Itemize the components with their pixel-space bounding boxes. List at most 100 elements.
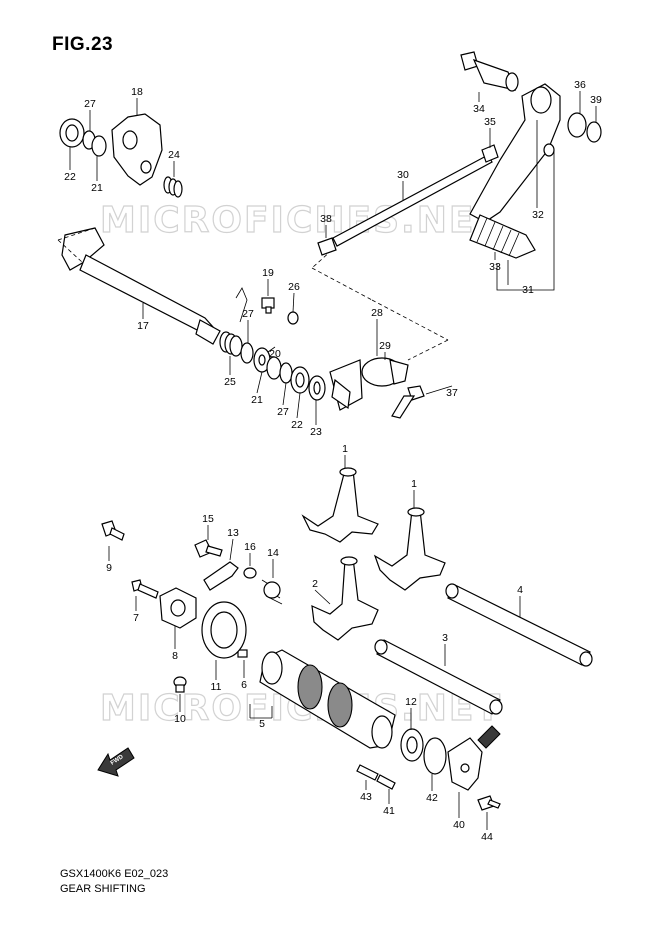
callout-30: 30 xyxy=(397,169,409,181)
callout-29: 29 xyxy=(379,340,391,352)
part-42-circlip xyxy=(423,737,447,775)
part-40-gear-position-sensor xyxy=(447,725,501,791)
leader-line-21 xyxy=(256,371,263,394)
figure-title: FIG.23 xyxy=(52,34,114,55)
part-14-spring xyxy=(261,579,283,605)
part-8-cam-stopper-plate xyxy=(159,587,197,629)
figure-caption: GEAR SHIFTING xyxy=(60,883,146,895)
callout-38: 38 xyxy=(320,213,332,225)
group-bracket-0 xyxy=(249,704,273,719)
callout-1: 1 xyxy=(411,478,417,490)
part-30-tie-rod xyxy=(332,154,493,247)
part-15-bolt xyxy=(194,539,223,558)
part-22-bearing-top xyxy=(59,118,85,148)
callout-34: 34 xyxy=(473,103,485,115)
leader-line-2 xyxy=(314,589,331,605)
part-38-nut xyxy=(317,237,337,256)
callout-18: 18 xyxy=(131,86,143,98)
callout-15: 15 xyxy=(202,513,214,525)
part-11-bearing xyxy=(201,601,247,659)
part-2-shift-fork xyxy=(311,556,379,641)
callout-21: 21 xyxy=(251,394,263,406)
part-17-shift-shaft xyxy=(61,227,221,345)
part-10-screw xyxy=(173,676,187,693)
callout-32: 32 xyxy=(532,209,544,221)
part-43-spring xyxy=(356,764,379,781)
callout-1: 1 xyxy=(342,443,348,455)
callout-27: 27 xyxy=(277,406,289,418)
part-4-fork-shaft xyxy=(445,583,593,667)
callout-37: 37 xyxy=(446,387,458,399)
callout-36: 36 xyxy=(574,79,586,91)
callout-27: 27 xyxy=(84,98,96,110)
part-1-shift-fork-b xyxy=(373,507,446,591)
part-9-bolt xyxy=(101,520,125,541)
callout-43: 43 xyxy=(360,791,372,803)
part-6-pin xyxy=(237,649,248,658)
callout-12: 12 xyxy=(405,696,417,708)
leader-line-13 xyxy=(229,538,234,561)
callout-20: 20 xyxy=(269,348,281,360)
callout-40: 40 xyxy=(453,819,465,831)
part-25-return-spring xyxy=(219,287,248,357)
callout-25: 25 xyxy=(224,376,236,388)
callout-26: 26 xyxy=(288,281,300,293)
part-44-screw xyxy=(477,795,501,811)
part-36-washer xyxy=(567,112,587,138)
part-27-washer-mid xyxy=(240,342,254,364)
part-1-shift-fork-a xyxy=(301,467,379,543)
part-7-bolt xyxy=(131,579,159,599)
part-39-circlip xyxy=(586,121,602,143)
callout-6: 6 xyxy=(241,679,247,691)
part-16-washer xyxy=(243,567,257,579)
leader-line-27 xyxy=(282,382,287,406)
group-bracket-1 xyxy=(496,150,555,291)
part-12-bearing xyxy=(400,728,424,762)
watermark-top: MICROFICHES.NET xyxy=(100,200,502,241)
callout-10: 10 xyxy=(174,713,186,725)
callout-27: 27 xyxy=(242,308,254,320)
callout-39: 39 xyxy=(590,94,602,106)
callout-44: 44 xyxy=(481,831,493,843)
callout-35: 35 xyxy=(484,116,496,128)
callout-42: 42 xyxy=(426,792,438,804)
callout-5: 5 xyxy=(259,718,265,730)
part-13-cam-stopper xyxy=(203,561,239,591)
callout-14: 14 xyxy=(267,547,279,559)
part-33-footrest-rubber xyxy=(469,214,536,259)
part-37-bolt xyxy=(391,385,425,419)
callout-33: 33 xyxy=(489,261,501,273)
callout-21: 21 xyxy=(91,182,103,194)
fwd-arrow-icon: FWD xyxy=(97,747,135,777)
part-19-bolt xyxy=(261,297,275,314)
callout-3: 3 xyxy=(442,632,448,644)
callout-22: 22 xyxy=(291,419,303,431)
part-21-circlip-mid xyxy=(266,356,282,380)
leader-line-20 xyxy=(267,346,276,353)
callout-4: 4 xyxy=(517,584,523,596)
part-3-fork-shaft xyxy=(374,639,503,715)
callout-2: 2 xyxy=(312,578,318,590)
callout-7: 7 xyxy=(133,612,139,624)
part-27-washer-low xyxy=(279,362,293,384)
part-18-plate xyxy=(111,113,163,186)
part-34-pivot-bolt xyxy=(460,51,519,92)
part-32-gearshift-lever xyxy=(469,83,561,223)
callout-41: 41 xyxy=(383,805,395,817)
leader-line-37 xyxy=(425,385,453,395)
leader-line-26 xyxy=(292,292,295,313)
callout-9: 9 xyxy=(106,562,112,574)
callout-17: 17 xyxy=(137,320,149,332)
callout-19: 19 xyxy=(262,267,274,279)
part-5-gearshift-cam xyxy=(259,649,396,749)
callout-16: 16 xyxy=(244,541,256,553)
callout-11: 11 xyxy=(211,681,222,693)
callout-23: 23 xyxy=(310,426,322,438)
part-28-29-shift-lever-joint xyxy=(329,357,409,411)
callout-13: 13 xyxy=(227,527,239,539)
leader-line-22 xyxy=(296,392,301,419)
model-code: GSX1400K6 E02_023 xyxy=(60,868,169,880)
part-21-circlip-top xyxy=(91,135,107,157)
